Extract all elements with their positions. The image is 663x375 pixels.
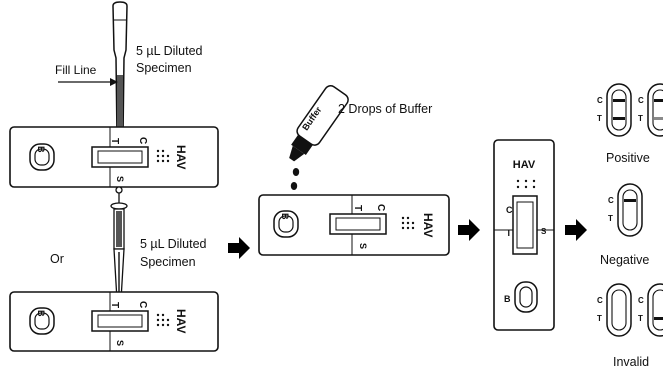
dropper-specimen-line2: Specimen [140,255,196,269]
sample-label: S [358,243,368,249]
c-label: C [638,96,644,105]
or-label: Or [50,252,64,266]
control-label: C [506,205,513,215]
cassette-name: HAV [421,213,435,237]
test-label: T [506,228,512,238]
c-label: C [597,96,603,105]
test-band [613,117,625,120]
test-cassette-horizontal: B T C S HAV [258,194,450,256]
c-label: C [638,296,644,305]
result-negative: C T [608,183,643,237]
sample-label: S [115,176,125,182]
test-cassette-horizontal: B T C S HAV [9,126,219,188]
test-label: T [352,205,363,211]
well-label: B [36,146,46,153]
step-arrow [228,237,250,259]
cassette-name: HAV [174,309,188,333]
specimen-label-line1: 5 µL Diluted [136,44,203,58]
pipette [112,1,128,138]
well-label: B [504,294,511,304]
buffer-drops-label: 2 Drops of Buffer [338,102,432,116]
specimen-label-line2: Specimen [136,61,192,75]
control-band [654,99,663,102]
fill-line-label: Fill Line [55,63,97,77]
test-cassette-vertical: HAV C T S B [493,139,555,331]
control-band [613,99,625,102]
test-band [654,317,663,320]
result-negative-label: Negative [600,253,649,267]
test-label: T [109,138,120,144]
dropper [110,186,128,301]
sample-label: S [541,227,547,236]
test-cassette-horizontal: B T C S HAV [9,291,219,352]
well-label: B [280,213,290,220]
cassette-name: HAV [513,159,536,171]
control-label: C [137,301,148,308]
dropper-specimen-line1: 5 µL Diluted [140,237,207,251]
cassette-name: HAV [174,145,188,169]
result-positive-label: Positive [606,151,650,165]
t-label: T [597,114,602,123]
sample-label: S [115,340,125,346]
t-label: T [597,314,602,323]
t-label: T [638,314,643,323]
c-label: C [597,296,603,305]
faint-test-band [654,117,663,120]
control-label: C [375,204,386,211]
c-label: C [608,196,614,205]
buffer-bottle: Buffer [289,85,349,162]
test-label: T [109,302,120,308]
step-arrow [565,219,587,241]
result-positive: C T C T [597,83,663,137]
t-label: T [638,114,643,123]
result-invalid-label: Invalid [613,355,649,369]
control-band [624,199,636,202]
step-arrow [458,219,480,241]
well-label: B [36,310,46,317]
control-label: C [137,137,148,144]
result-invalid: C T C T [597,283,663,337]
fill-line-arrow [58,78,118,86]
buffer-drops [290,168,300,190]
t-label: T [608,214,613,223]
